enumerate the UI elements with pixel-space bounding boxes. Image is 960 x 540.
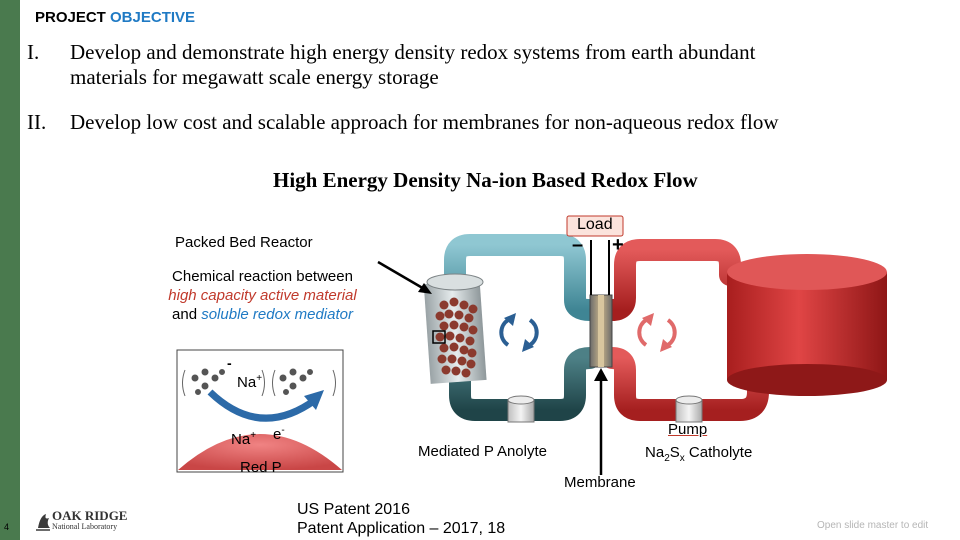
catholyte-tank <box>727 254 887 396</box>
zoom-box <box>432 330 446 344</box>
anolyte-circulation-arrows <box>499 318 539 347</box>
anolyte-lower-pipe <box>449 347 601 421</box>
anolyte-label: Mediated P Anolyte <box>418 443 547 460</box>
page-number: 4 <box>4 522 10 532</box>
load-wires <box>590 240 610 295</box>
packed-bed-reactor <box>423 273 487 384</box>
objective-2: II. Develop low cost and scalable approa… <box>27 110 779 134</box>
side-accent-bar <box>0 0 20 540</box>
slide-master-watermark: Open slide master to edit <box>817 520 929 531</box>
catholyte-upper-pipe <box>601 239 741 321</box>
chemical-reaction-label: Chemical reaction between high capacity … <box>168 268 357 323</box>
logo-name: OAK RIDGE <box>52 508 128 523</box>
diagram-subtitle: High Energy Density Na-ion Based Redox F… <box>273 168 698 192</box>
positive-terminal-label: + <box>612 234 624 256</box>
zoom-inset <box>176 349 344 473</box>
packed-bed-label: Packed Bed Reactor <box>175 234 313 251</box>
anolyte-pump <box>507 395 535 423</box>
logo-subtitle: National Laboratory <box>52 522 118 531</box>
page-title: PROJECT OBJECTIVE <box>35 9 196 26</box>
catholyte-label: Na2Sx Catholyte <box>645 444 753 464</box>
anolyte-upper-pipe <box>444 234 601 321</box>
patent-info: US Patent 2016 Patent Application – 2017… <box>297 501 506 537</box>
load-label: Load <box>577 216 613 233</box>
reactor-pointer-arrow <box>377 260 427 292</box>
mediator-charge-label: - <box>227 355 232 371</box>
load-box <box>566 215 624 237</box>
na-ion-top-label: Na+ <box>237 373 263 391</box>
oak-ridge-logo-icon <box>36 514 50 531</box>
pump-label: Pump <box>668 421 708 438</box>
objective-1: I. Develop and demonstrate high energy d… <box>27 40 756 89</box>
catholyte-pump <box>675 395 703 423</box>
negative-terminal-label: – <box>572 234 584 256</box>
na-ion-bottom-label: Na+ <box>231 430 257 448</box>
catholyte-lower-pipe <box>601 347 769 421</box>
catholyte-circulation-arrows <box>637 318 677 347</box>
red-p-label: Red P <box>240 459 282 476</box>
electron-label: e- <box>273 425 285 443</box>
membrane-label: Membrane <box>564 474 636 491</box>
